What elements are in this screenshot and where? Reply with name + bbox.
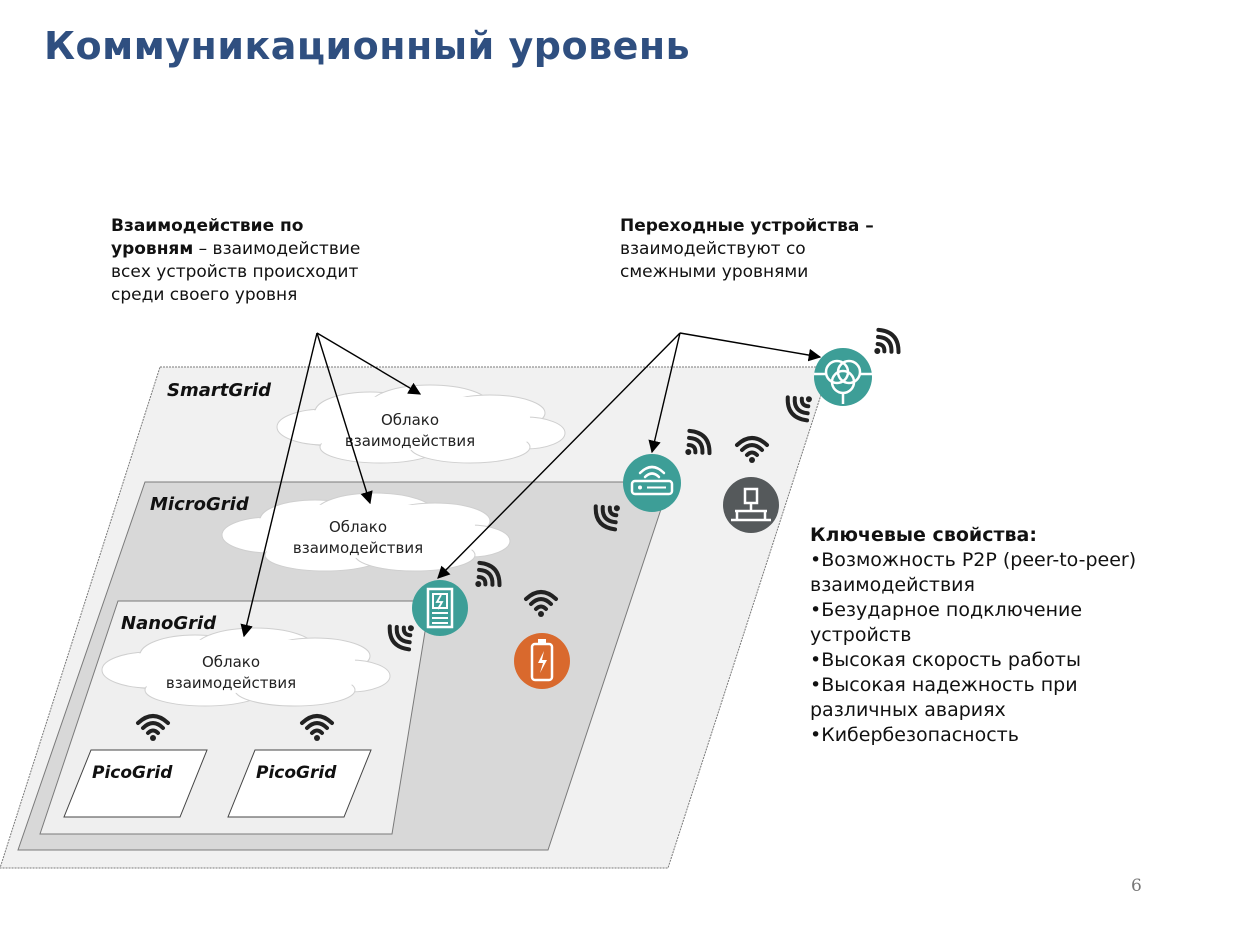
page-title: Коммуникационный уровень [44,24,691,68]
smartgrid-label: SmartGrid [167,380,272,401]
levels-note-line-3: всех устройств происходит [111,262,359,282]
picogrid-box-1: PicoGrid [63,749,208,818]
microgrid-label: MicroGrid [150,494,250,515]
cloud-label-line1: Облако [329,518,387,536]
cloud-label-line1: Облако [202,653,260,671]
page-number: 6 [1131,876,1142,896]
key-property-line: •Кибербезопасность [810,724,1019,746]
cloud-label-line2: взаимодействия [293,539,423,557]
cloud-label-line2: взаимодействия [345,432,475,450]
transition-note-line-2: взаимодействуют со [620,239,806,259]
transition-note-dash: – [859,216,874,236]
picogrid-box-2: PicoGrid [227,749,372,818]
transition-arrows [437,332,822,579]
key-properties: Ключевые свойства: •Возможность P2P (pee… [810,523,1210,748]
picogrid-label-1: PicoGrid [92,763,173,783]
transition-note: Переходные устройства – взаимодействуют … [620,215,920,284]
key-property-line: взаимодействия [810,574,975,596]
cloud-label-line1: Облако [381,411,439,429]
cloud-nanogrid: Облако взаимодействия [101,627,391,707]
key-property-line: различных авариях [810,699,1006,721]
transition-note-bold: Переходные устройства [620,216,860,236]
levels-note: Взаимодействие по уровням – взаимодейств… [111,215,411,307]
key-property-line: •Безударное подключение [810,599,1083,621]
key-property-line: •Высокая скорость работы [810,649,1082,671]
nanogrid-label: NanoGrid [121,613,217,634]
levels-note-bold-1: Взаимодействие по [111,216,304,236]
key-properties-heading: Ключевые свойства: [810,524,1037,546]
level-arrows [240,332,422,638]
transition-note-line-3: смежными уровнями [620,262,809,282]
levels-note-line-4: среди своего уровня [111,285,298,305]
substation-icon [723,477,779,533]
key-property-line: •Высокая надежность при [810,674,1078,696]
picogrid-label-2: PicoGrid [256,763,337,783]
key-property-line: •Возможность P2P (peer-to-peer) [810,549,1137,571]
levels-note-rest-1: – взаимодействие [193,239,361,259]
key-property-line: устройств [810,624,912,646]
meter-icon [412,580,468,636]
cloud-label-line2: взаимодействия [166,674,296,692]
cloud-microgrid: Облако взаимодействия [221,492,511,572]
transformer-icon [814,348,872,406]
battery-icon [514,633,570,689]
wifi-icon [863,323,906,367]
levels-note-bold-2: уровням [111,239,194,259]
router-icon [623,454,681,512]
